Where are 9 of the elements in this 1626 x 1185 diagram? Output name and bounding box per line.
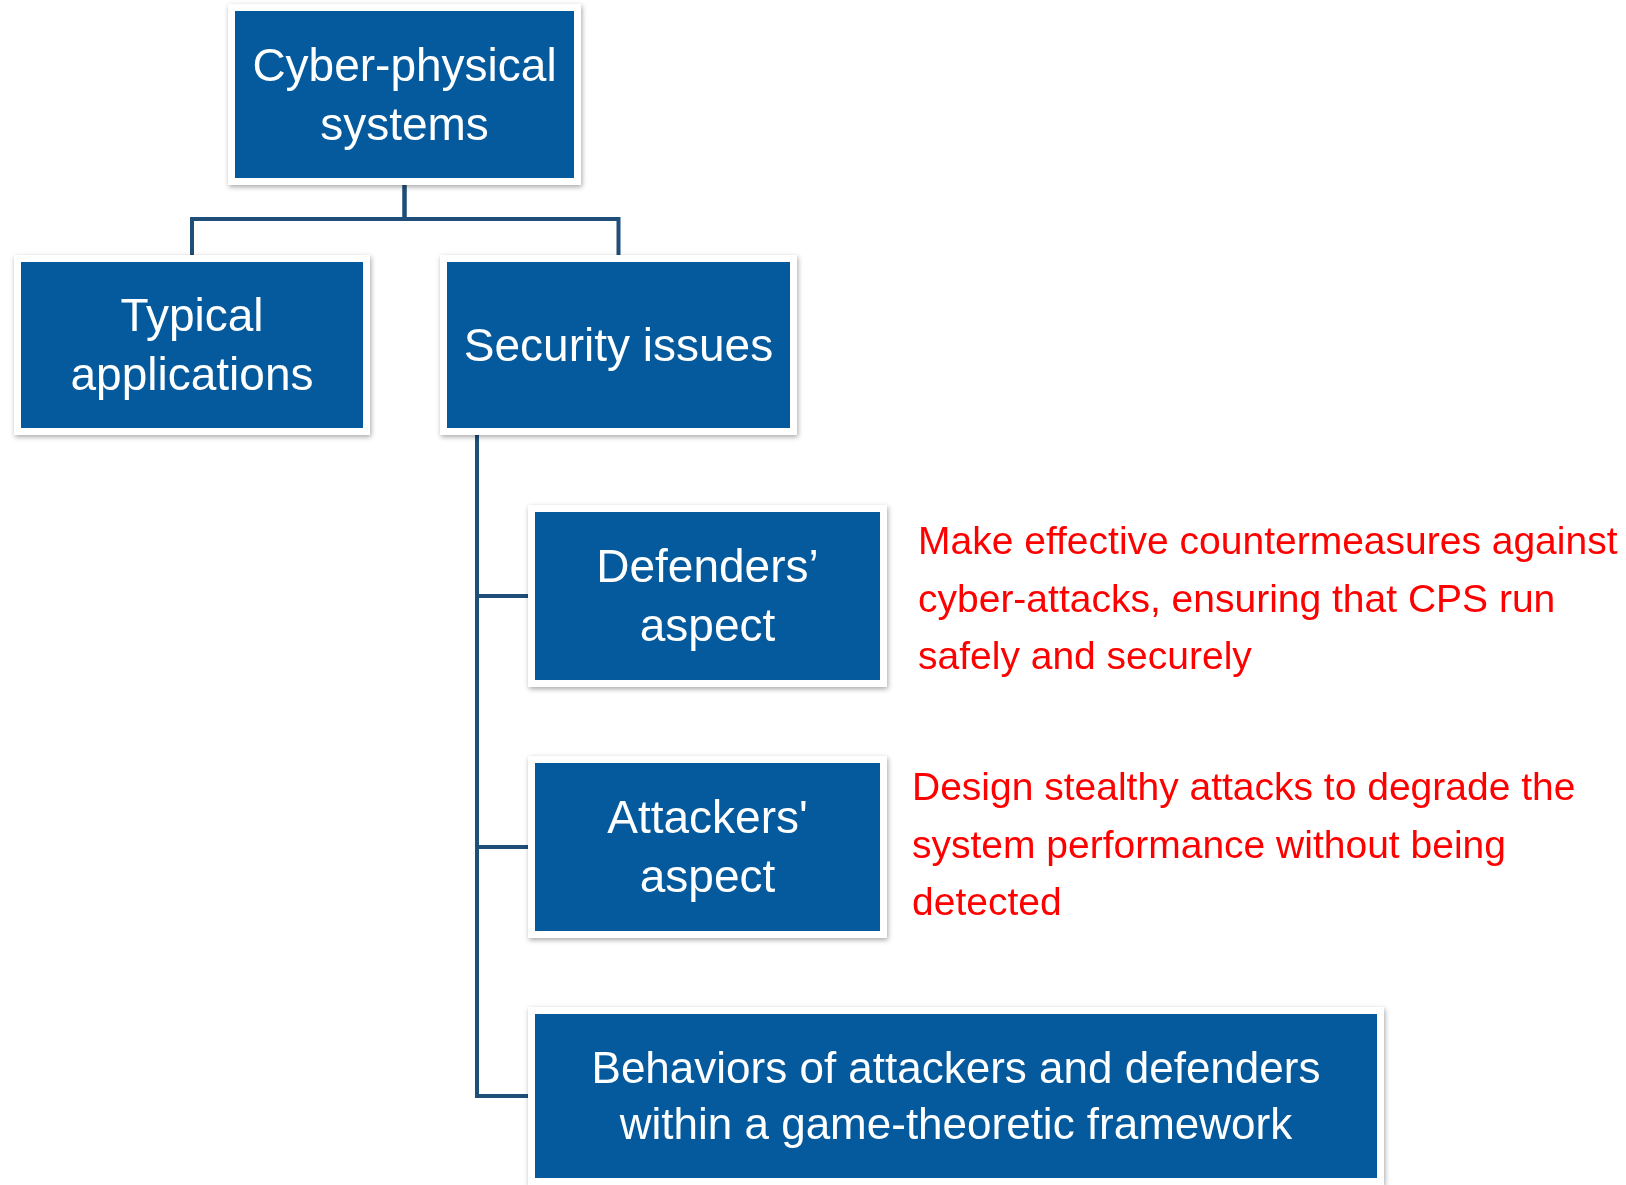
connector-line — [402, 185, 621, 255]
box-label: Cyber-physical systems — [251, 37, 558, 152]
box-label: Defenders’ aspect — [595, 539, 820, 653]
description-text: Make effective countermeasures against cyber-attacks, ensuring that CPS run safely and securely — [918, 518, 1618, 680]
box-label: Typical applications — [69, 288, 315, 402]
description-text: Design stealthy attacks to degrade the system performance without being detected — [912, 764, 1577, 926]
box-label: Security issues — [463, 317, 774, 373]
box-label: Behaviors of attackers and defenders within a game-theoretic framework — [590, 1041, 1322, 1150]
box-label: Attackers' aspect — [606, 790, 809, 904]
